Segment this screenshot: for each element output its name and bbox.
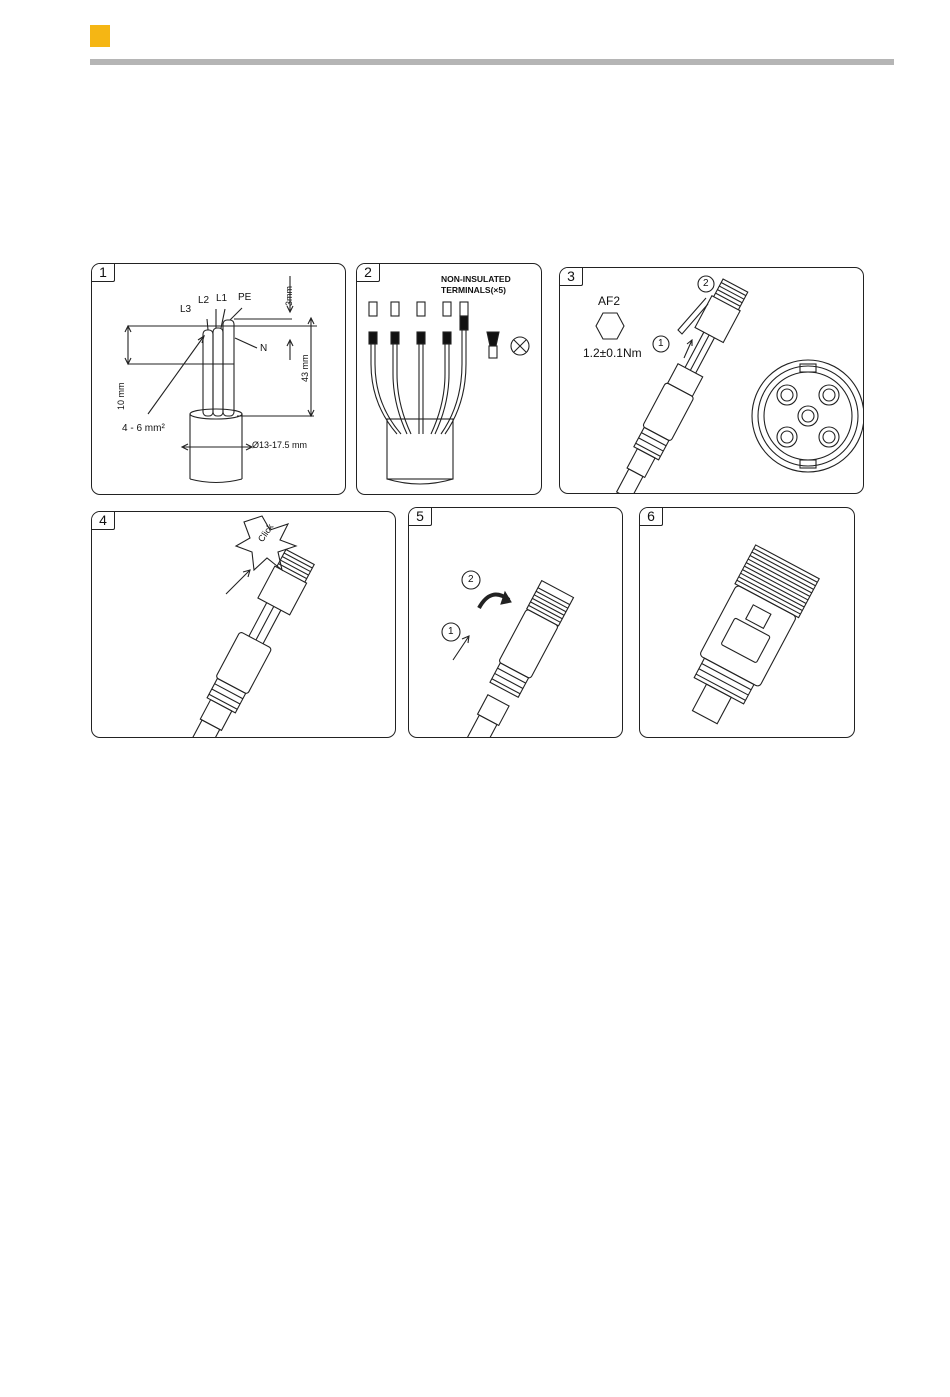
step-5-number: 5	[409, 508, 432, 526]
step-5-panel: 5 1 2	[408, 507, 623, 738]
step-6-panel: 6	[639, 507, 855, 738]
label-n: N	[260, 343, 267, 354]
step-2-number: 2	[357, 264, 380, 282]
label-l3: L3	[180, 304, 191, 315]
step-1-panel: 1 L3 L2 L1 PE	[91, 263, 346, 495]
callout-2: 2	[703, 278, 709, 289]
terminals-line-1: NON-INSULATED	[441, 274, 511, 285]
callout-2: 2	[468, 574, 474, 585]
step-4-number: 4	[92, 512, 115, 530]
connector-click-drawing	[92, 512, 396, 738]
step-3-panel: 3	[559, 267, 864, 494]
callout-1: 1	[448, 626, 454, 637]
label-l2: L2	[198, 295, 209, 306]
label-af2: AF2	[598, 294, 620, 308]
label-non-insulated-terminals: NON-INSULATED TERMINALS(×5)	[441, 274, 511, 296]
header-accent-square	[90, 25, 110, 47]
step-6-number: 6	[640, 508, 663, 526]
label-torque: 1.2±0.1Nm	[583, 346, 642, 360]
label-strip-3mm: 3mm	[284, 286, 294, 306]
label-pe: PE	[238, 292, 251, 303]
ferrule-crimping-drawing	[357, 264, 542, 495]
step-3-number: 3	[560, 268, 583, 286]
header-rule	[90, 59, 894, 65]
terminals-line-2: TERMINALS(×5)	[441, 285, 511, 296]
label-l1: L1	[216, 293, 227, 304]
step-1-number: 1	[92, 264, 115, 282]
label-strip-43mm: 43 mm	[300, 354, 310, 382]
callout-1: 1	[658, 338, 664, 349]
step-4-panel: 4 Click	[91, 511, 396, 738]
label-cross-section: 4 - 6 mm²	[122, 423, 165, 434]
connector-assembled-drawing	[640, 508, 855, 738]
label-insulation-10mm: 10 mm	[116, 382, 126, 410]
connector-tighten-drawing	[409, 508, 623, 738]
label-diameter: Ø13-17.5 mm	[252, 440, 307, 450]
step-2-panel: 2 NON-INSULATED TERMINALS(×5)	[356, 263, 542, 495]
